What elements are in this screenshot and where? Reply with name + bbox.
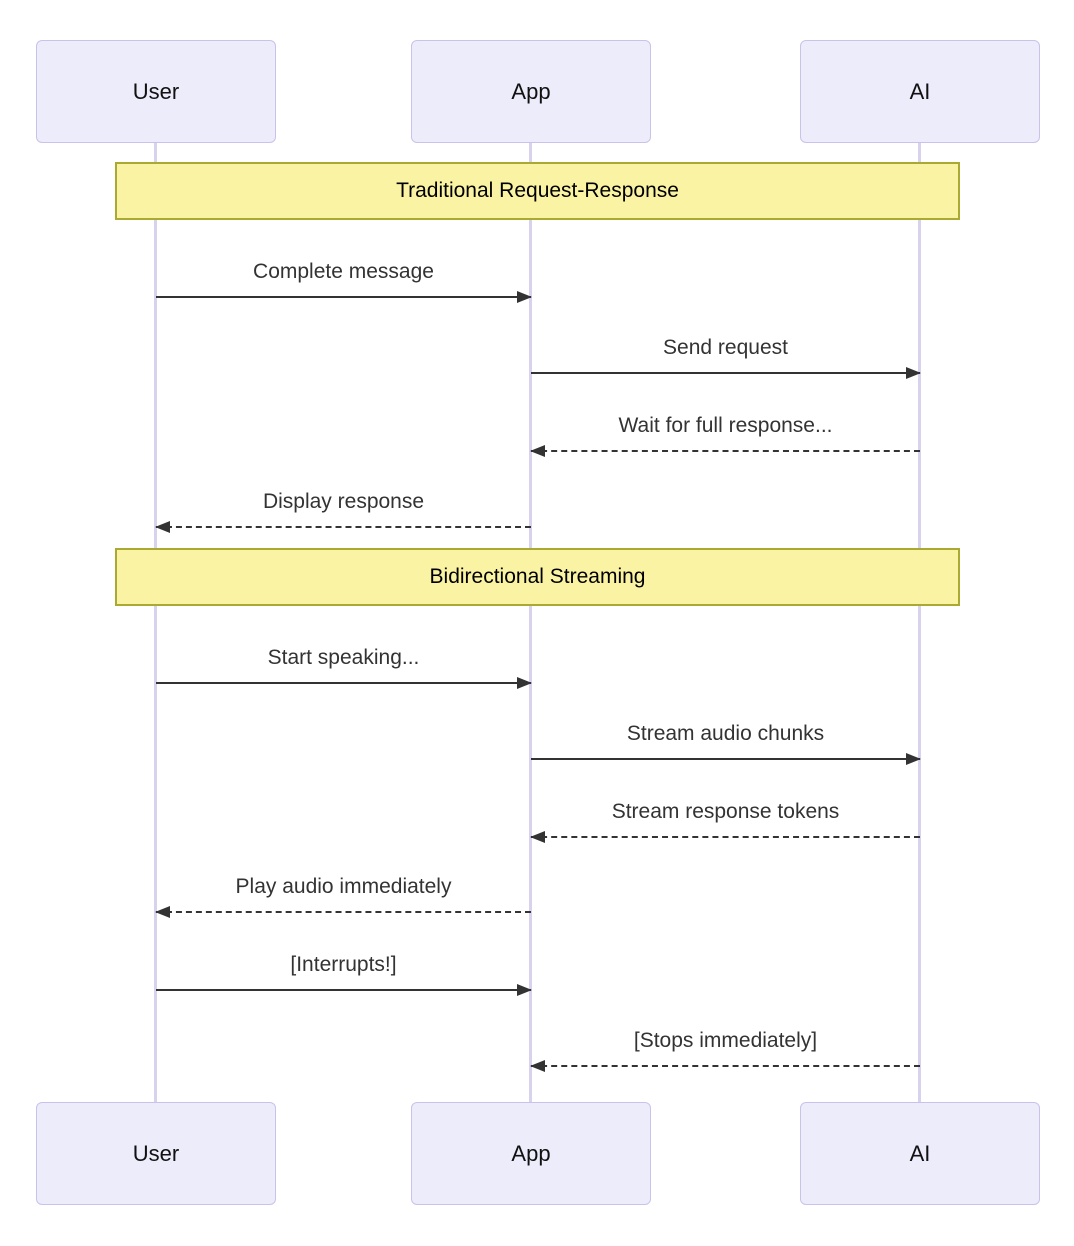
arrowhead-right-icon bbox=[517, 291, 532, 303]
actor-label-app: App bbox=[511, 78, 551, 104]
message-display-response: Display response bbox=[155, 482, 531, 533]
section-banner-traditional: Traditional Request-Response bbox=[115, 162, 960, 220]
arrowhead-left-icon bbox=[155, 906, 170, 918]
lifeline-ai bbox=[918, 143, 921, 1102]
section-banner-bidirectional: Bidirectional Streaming bbox=[115, 548, 960, 606]
message-label: Play audio immediately bbox=[235, 875, 452, 898]
arrowhead-left-icon bbox=[530, 831, 545, 843]
actor-label-ai: AI bbox=[909, 1140, 931, 1166]
lifeline-user bbox=[154, 143, 157, 1102]
actor-box-app-top: App bbox=[411, 40, 651, 143]
message-interrupts: [Interrupts!] bbox=[156, 945, 532, 996]
actor-box-user-bottom: User bbox=[36, 1102, 276, 1205]
message-arrow-line bbox=[531, 450, 920, 452]
message-wait-for-full-response: Wait for full response... bbox=[530, 406, 920, 457]
message-complete-message: Complete message bbox=[156, 252, 532, 303]
message-label: Wait for full response... bbox=[618, 414, 833, 437]
message-arrow-line bbox=[156, 526, 531, 528]
message-label: Start speaking... bbox=[267, 646, 420, 669]
actor-box-app-bottom: App bbox=[411, 1102, 651, 1205]
arrowhead-right-icon bbox=[906, 753, 921, 765]
message-play-audio-immediately: Play audio immediately bbox=[155, 867, 531, 918]
message-label: [Stops immediately] bbox=[633, 1029, 818, 1052]
message-arrow-line bbox=[156, 682, 531, 684]
actor-box-ai-bottom: AI bbox=[800, 1102, 1040, 1205]
arrowhead-right-icon bbox=[906, 367, 921, 379]
message-stops-immediately: [Stops immediately] bbox=[530, 1021, 920, 1072]
message-label: Complete message bbox=[253, 260, 434, 283]
message-label: Stream response tokens bbox=[611, 800, 840, 823]
message-arrow-line bbox=[531, 372, 920, 374]
actor-label-user: User bbox=[132, 78, 180, 104]
message-label: Stream audio chunks bbox=[626, 722, 825, 745]
message-arrow-line bbox=[531, 836, 920, 838]
actor-label-user: User bbox=[132, 1140, 180, 1166]
actor-box-user-top: User bbox=[36, 40, 276, 143]
message-start-speaking: Start speaking... bbox=[156, 638, 532, 689]
actor-label-app: App bbox=[511, 1140, 551, 1166]
arrowhead-right-icon bbox=[517, 677, 532, 689]
message-stream-response-tokens: Stream response tokens bbox=[530, 792, 920, 843]
actor-label-ai: AI bbox=[909, 78, 931, 104]
message-label: Send request bbox=[663, 336, 788, 359]
arrowhead-left-icon bbox=[155, 521, 170, 533]
message-send-request: Send request bbox=[531, 328, 921, 379]
message-arrow-line bbox=[156, 911, 531, 913]
message-arrow-line bbox=[156, 989, 531, 991]
lifeline-app bbox=[529, 143, 532, 1102]
arrowhead-left-icon bbox=[530, 1060, 545, 1072]
section-banner-label: Bidirectional Streaming bbox=[429, 565, 646, 588]
actor-box-ai-top: AI bbox=[800, 40, 1040, 143]
message-arrow-line bbox=[531, 1065, 920, 1067]
arrowhead-left-icon bbox=[530, 445, 545, 457]
message-stream-audio-chunks: Stream audio chunks bbox=[531, 714, 921, 765]
section-banner-label: Traditional Request-Response bbox=[396, 179, 679, 202]
message-arrow-line bbox=[531, 758, 920, 760]
message-label: Display response bbox=[262, 490, 425, 513]
message-arrow-line bbox=[156, 296, 531, 298]
message-label: [Interrupts!] bbox=[290, 953, 397, 976]
arrowhead-right-icon bbox=[517, 984, 532, 996]
